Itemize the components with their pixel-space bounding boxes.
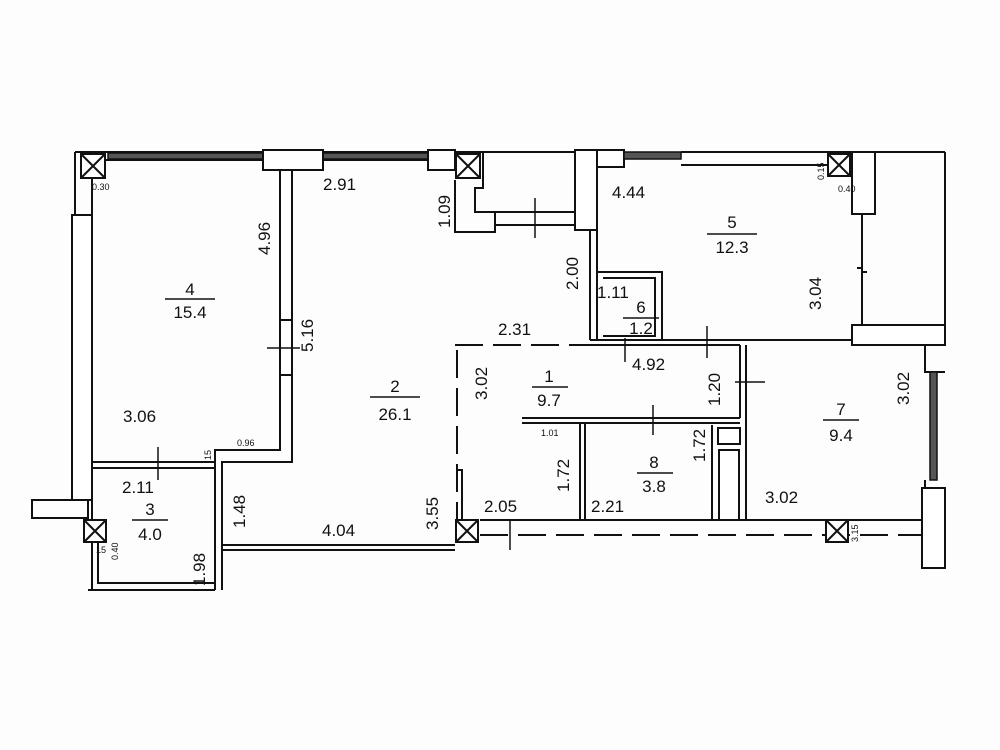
- column-icon: [455, 519, 479, 543]
- dimension-label: 1.01: [541, 428, 559, 438]
- wall-pier: [596, 149, 625, 168]
- window: [929, 371, 938, 481]
- dimension-label: 4.44: [612, 183, 645, 202]
- column-icon: [83, 519, 107, 543]
- room-number: 1: [544, 367, 553, 386]
- dimension-label: 3.55: [423, 497, 442, 530]
- dimension-label: 2.21: [591, 497, 624, 516]
- dimensions: 2.91 4.96 1.09 5.16 3.06 2.11 1.48 1.98 …: [92, 162, 913, 586]
- room-5-label: 5 12.3: [707, 213, 757, 257]
- door-markers: [157, 198, 765, 550]
- dimension-label: 1.72: [554, 459, 573, 492]
- room-area: 12.3: [715, 238, 748, 257]
- dimension-label: 4.96: [255, 222, 274, 255]
- bathtub: [718, 449, 740, 521]
- room-number: 5: [727, 213, 736, 232]
- dimension-label: 1.98: [190, 553, 209, 586]
- room-area: 4.0: [138, 525, 162, 544]
- dimension-label: 2.11: [122, 478, 154, 497]
- dimension-label: 0.40: [110, 542, 120, 560]
- dimension-label: 1.11: [597, 283, 629, 302]
- room-area: 26.1: [378, 405, 411, 424]
- wall-pier: [574, 149, 598, 231]
- dimension-label: 4.04: [322, 521, 355, 540]
- dimension-label: 3.04: [806, 277, 825, 310]
- walls: [31, 149, 946, 591]
- dimension-label: 3.02: [765, 488, 798, 507]
- window: [107, 152, 264, 160]
- dimension-label: 1.20: [705, 373, 724, 406]
- room-1-label: 1 9.7: [532, 367, 568, 410]
- dimension-label: 3.02: [472, 367, 491, 400]
- room-number: 3: [145, 500, 154, 519]
- room-7-label: 7 9.4: [823, 400, 859, 445]
- dimension-label: 1.09: [435, 195, 454, 228]
- balcony-ledge: [31, 499, 89, 519]
- bathtub-fixture: [717, 427, 741, 445]
- dimension-label: 0.96: [237, 438, 255, 448]
- dimension-label: 4.92: [632, 355, 665, 374]
- dimension-label: 3.15: [850, 524, 860, 542]
- wall-pier: [851, 324, 946, 346]
- dimension-label: 1.48: [230, 495, 249, 528]
- dimension-label: 2.05: [484, 497, 517, 516]
- room-area: 9.7: [537, 391, 561, 410]
- window: [623, 151, 682, 160]
- balcony-wall: [71, 214, 93, 501]
- dimension-label: 15: [203, 450, 213, 460]
- wall-pier: [921, 487, 946, 569]
- dimension-label: 2.00: [563, 257, 582, 290]
- dimension-label: 0.30: [92, 182, 110, 192]
- column-icon: [455, 153, 481, 179]
- column-icon: [825, 519, 849, 543]
- dimension-label: 0.40: [838, 184, 856, 194]
- room-6-label: 6 1.2: [623, 298, 659, 338]
- room-3-label: 3 4.0: [132, 500, 168, 544]
- wall-pier: [427, 149, 456, 171]
- room-area: 1.2: [629, 319, 653, 338]
- room-4-label: 4 15.4: [165, 280, 215, 322]
- room-number: 6: [636, 298, 645, 317]
- wall-pier: [262, 149, 324, 171]
- room-number: 2: [390, 377, 399, 396]
- dimension-label: 1.72: [690, 429, 709, 462]
- column-icon: [80, 153, 106, 179]
- dimension-label: 15: [96, 545, 106, 555]
- dimension-label: 5.16: [298, 319, 317, 352]
- dimension-label: 3.02: [894, 372, 913, 405]
- dimension-label: 2.31: [498, 320, 531, 339]
- dimension-label: 3.06: [123, 407, 156, 426]
- room-8-label: 8 3.8: [637, 453, 673, 496]
- room-number: 4: [185, 280, 194, 299]
- room-2-label: 2 26.1: [370, 377, 420, 424]
- window: [322, 152, 429, 160]
- room-area: 15.4: [173, 303, 206, 322]
- room-area: 9.4: [829, 426, 853, 445]
- room-area: 3.8: [642, 477, 666, 496]
- room-number: 8: [649, 453, 658, 472]
- columns: [80, 153, 851, 543]
- column-icon: [827, 153, 851, 177]
- dimension-label: 0.15: [816, 162, 826, 180]
- dimension-label: 2.91: [323, 175, 356, 194]
- room-number: 7: [836, 400, 845, 419]
- wall-pier: [851, 151, 876, 215]
